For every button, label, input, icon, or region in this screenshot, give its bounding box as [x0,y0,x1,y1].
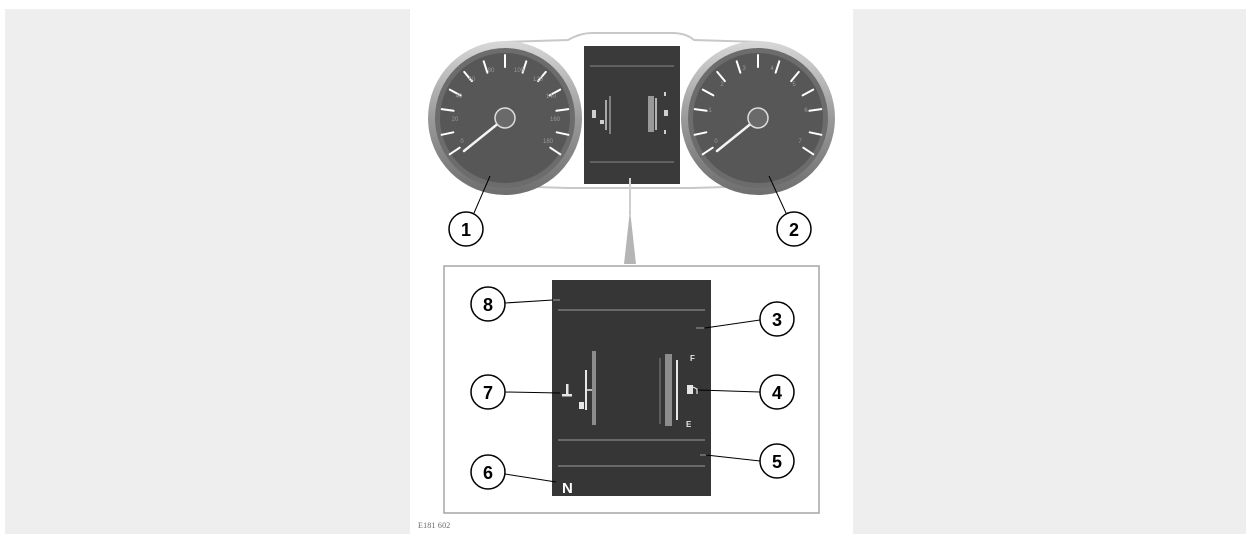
tachometer-ticks [693,54,823,156]
svg-text:7: 7 [798,139,802,145]
callout-7: 7 [470,374,561,410]
fuel-pump-icon [687,385,698,394]
callout-4-label: 4 [772,383,782,403]
svg-text:140: 140 [546,94,557,100]
speedometer-dial: 0 20 40 60 80 100 120 140 160 180 [428,41,582,195]
cluster-center-display [584,46,680,184]
svg-text:6: 6 [804,108,808,114]
callout-1: 1 [448,175,491,247]
callout-6-label: 6 [483,463,493,483]
callout-3-label: 3 [772,310,782,330]
speedometer-hub [494,107,516,129]
svg-text:160: 160 [550,117,561,123]
svg-text:40: 40 [456,94,463,100]
thermometer-icon [562,384,572,397]
callout-5-label: 5 [772,452,782,472]
svg-text:5: 5 [792,82,796,88]
svg-text:1: 1 [708,108,712,114]
temperature-pointer [579,402,584,409]
callout-6: 6 [470,454,557,490]
figure-code: E181 602 [418,521,451,530]
tachometer-scale-numerals: 0 1 2 3 4 5 6 7 [708,66,808,145]
callout-2: 2 [768,175,812,247]
svg-text:2: 2 [720,82,724,88]
fuel-gauge: F E [659,354,698,429]
svg-text:3: 3 [742,66,746,72]
callout-8: 8 [470,286,554,322]
gear-indicator: N [562,480,573,497]
right-background-panel [853,9,1246,534]
svg-text:20: 20 [452,117,459,123]
svg-text:180: 180 [543,139,554,145]
tachometer-dial: 0 1 2 3 4 5 6 7 [681,41,835,195]
callout-3: 3 [704,301,795,337]
svg-text:4: 4 [770,66,774,72]
svg-text:0: 0 [460,139,464,145]
svg-text:60: 60 [469,77,476,83]
callout-4: 4 [697,374,795,410]
fuel-full-mark: F [690,354,695,363]
svg-text:100: 100 [514,68,525,74]
svg-text:0: 0 [714,139,718,145]
callout-8-label: 8 [483,295,493,315]
callout-5: 5 [705,443,795,479]
fuel-empty-mark: E [686,420,692,429]
speedometer-ticks [440,54,570,156]
temperature-gauge [562,351,596,425]
callout-7-label: 7 [483,383,493,403]
callout-2-label: 2 [789,220,799,240]
callout-1-label: 1 [461,220,471,240]
tachometer-hub [747,107,769,129]
svg-text:120: 120 [533,77,544,83]
speedometer-scale-numerals: 0 20 40 60 80 100 120 140 160 180 [452,68,561,145]
zoom-pointer [624,210,636,264]
detail-display: F E N [552,280,711,497]
left-background-panel [5,9,410,534]
svg-text:80: 80 [488,68,495,74]
